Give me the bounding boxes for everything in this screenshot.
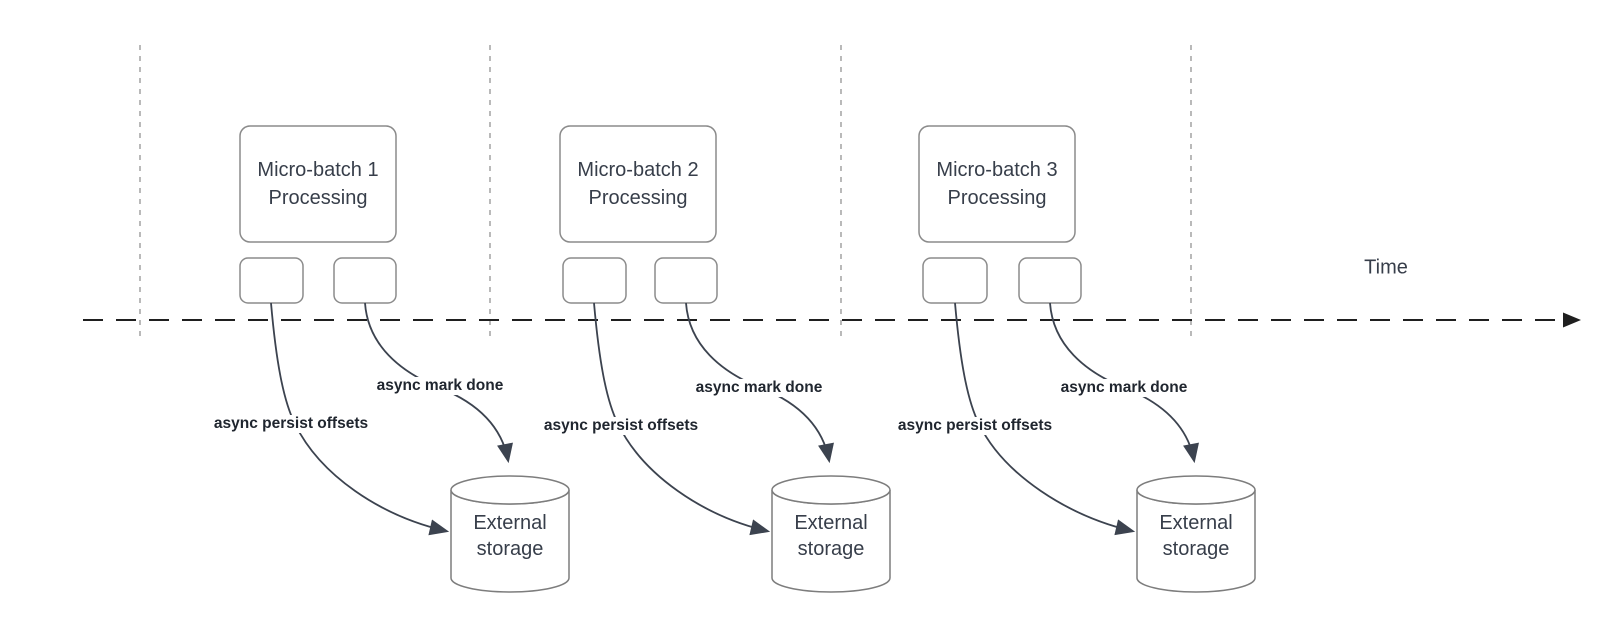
storage-cylinder-body-3: [1136, 489, 1256, 593]
task-box-persist-3: [922, 257, 988, 304]
persist-offsets-label-2: async persist offsets: [539, 417, 703, 435]
task-box-persist-2: [562, 257, 627, 304]
storage-cylinder-top-3: [1136, 475, 1256, 505]
task-box-done-2: [654, 257, 718, 304]
task-box-done-1: [333, 257, 397, 304]
task-box-persist-1: [239, 257, 304, 304]
batch-box-2: [559, 125, 717, 243]
time-axis-arrowhead-icon: [1563, 312, 1581, 328]
task-box-done-3: [1018, 257, 1082, 304]
time-axis-label: Time: [1364, 256, 1408, 279]
storage-cylinder-body-2: [771, 489, 891, 593]
persist-offsets-label-1: async persist offsets: [209, 415, 373, 433]
mark-done-label-3: async mark done: [1056, 379, 1192, 397]
mark-done-label-1: async mark done: [372, 377, 508, 395]
batch-box-3: [918, 125, 1076, 243]
persist-offsets-label-3: async persist offsets: [893, 417, 1057, 435]
mark-done-label-2: async mark done: [691, 379, 827, 397]
storage-cylinder-body-1: [450, 489, 570, 593]
storage-cylinder-top-2: [771, 475, 891, 505]
batch-box-1: [239, 125, 397, 243]
storage-cylinder-top-1: [450, 475, 570, 505]
